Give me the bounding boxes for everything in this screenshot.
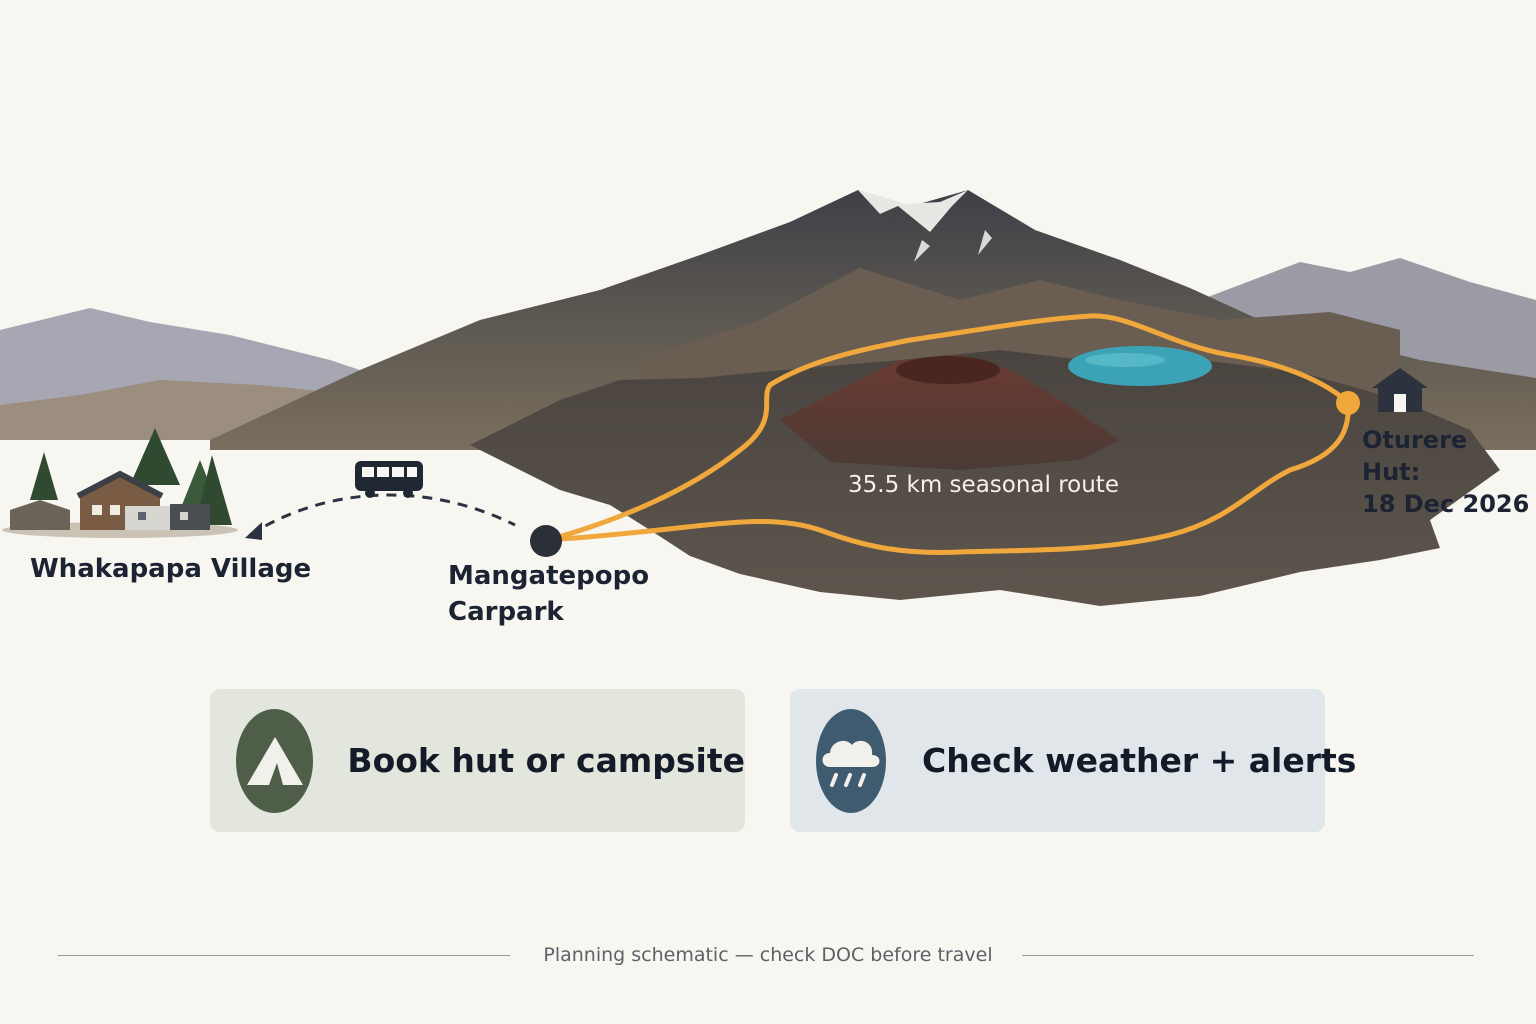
hut-name: Oturere Hut: [1362,426,1468,486]
start-point-label: Whakapapa Village [30,554,312,584]
map-scene [0,190,1536,606]
footer-note: Planning schematic — check DOC before tr… [543,944,993,966]
footer-rule-left [58,955,510,956]
route-distance-label: 35.5 km seasonal route [848,472,1119,498]
tent-icon [246,736,303,785]
hut-date: 18 Dec 2026 [1362,490,1530,518]
snow-cap [858,190,968,232]
footer-rule-right [1022,955,1474,956]
check-weather-button[interactable]: Check weather + alerts [790,689,1356,832]
route-loop [547,313,1351,555]
weather-badge [816,708,886,813]
hut-marker[interactable] [1336,391,1360,415]
hut-label: Oturere Hut: 18 Dec 2026 [1362,424,1532,520]
tent-badge [236,708,314,813]
crater-rim [896,356,1000,384]
trailhead-marker[interactable] [530,525,562,557]
trailhead-label: Mangatepopo Carpark [448,561,650,627]
bus-route-arrow [245,522,262,540]
hut-icon [1372,368,1428,412]
snow-streak [914,230,992,262]
bus-icon [355,461,423,498]
check-weather-label: Check weather + alerts [922,741,1357,780]
rain-cloud-icon [822,740,880,787]
village-icon [2,428,238,538]
volcanic-field [470,350,1500,606]
footer: Planning schematic — check DOC before tr… [0,940,1536,970]
lake-highlight [1085,353,1165,367]
book-hut-label: Book hut or campsite [347,741,745,780]
book-hut-button[interactable]: Book hut or campsite [210,689,745,832]
red-crater-cone [780,355,1120,470]
bus-route [249,493,516,537]
